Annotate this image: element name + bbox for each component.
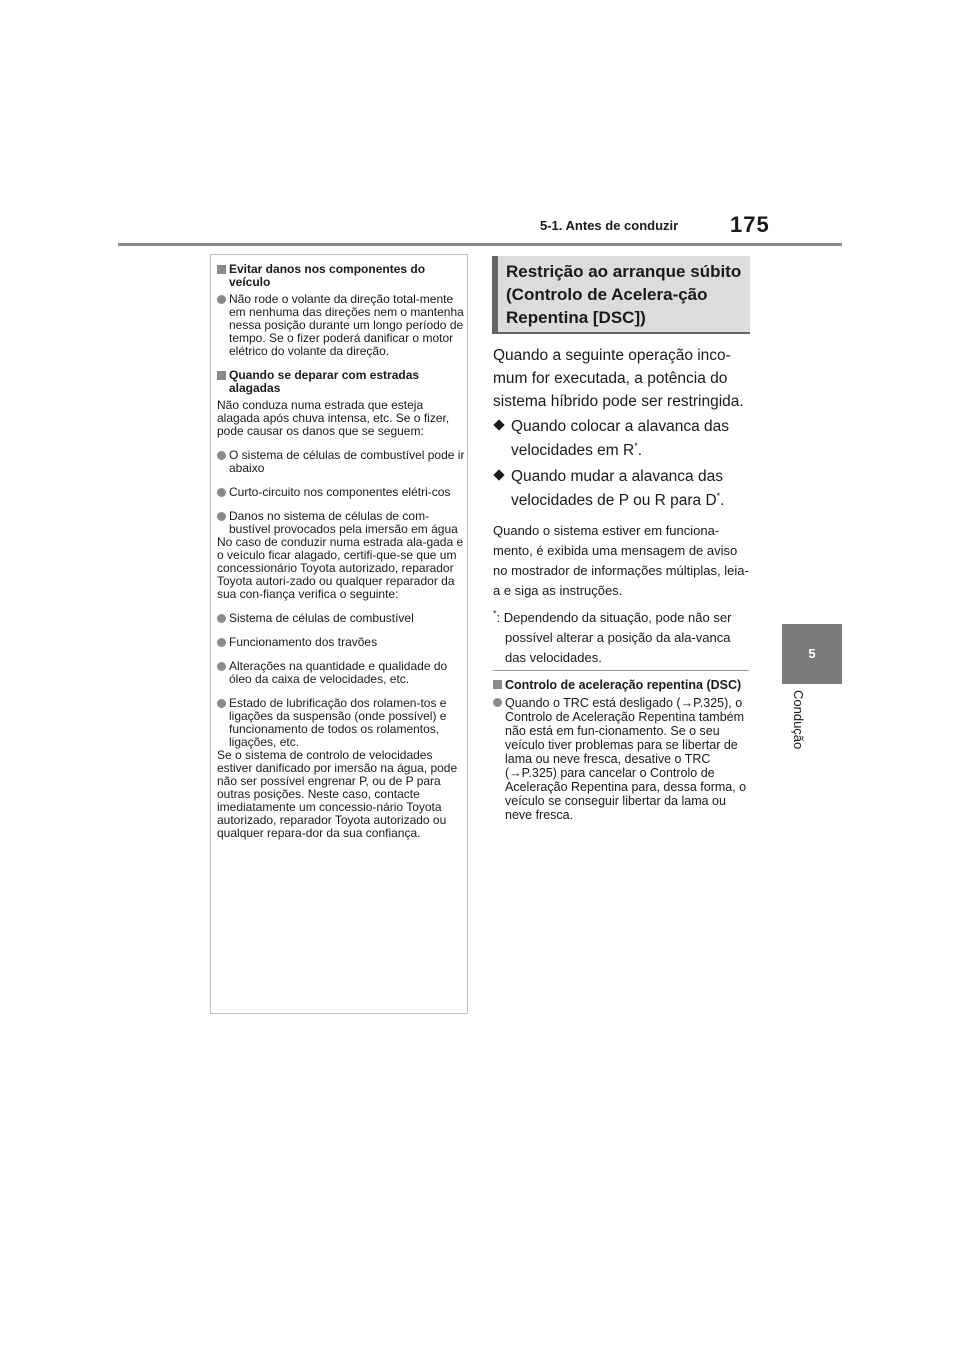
intro-paragraph: Quando a seguinte operação inco-mum for … [493, 347, 744, 410]
note-bullet: Não rode o volante da direção total-ment… [217, 293, 465, 358]
section-title-box: Restrição ao arranque súbito (Controlo d… [492, 256, 750, 334]
note-paragraph: No caso de conduzir numa estrada ala-gad… [217, 535, 464, 601]
circle-bullet-icon [217, 699, 226, 708]
note-bullet: Funcionamento dos travões [217, 636, 465, 649]
circle-bullet-icon [217, 512, 226, 521]
diamond-bullet-icon [493, 419, 505, 431]
header-rule [118, 243, 842, 246]
note-bullet: Danos no sistema de células de com-bustí… [217, 510, 465, 536]
square-bullet-icon [217, 265, 226, 274]
page-number: 175 [730, 212, 770, 237]
circle-bullet-icon [217, 451, 226, 460]
note-heading: Quando se deparar com estradas alagadas [217, 369, 465, 395]
section-header: 5-1. Antes de conduzir [540, 218, 679, 233]
note-bullet: Estado de lubrificação dos rolamen-tos e… [217, 697, 465, 749]
section-body: Quando a seguinte operação inco-mum for … [493, 344, 755, 668]
main-bullet: Quando mudar a alavanca das velocidades … [493, 465, 755, 513]
note-paragraph: Se o sistema de controlo de velocidades … [217, 748, 458, 840]
section-title: Restrição ao arranque súbito (Controlo d… [506, 262, 742, 327]
info-paragraph: Quando o sistema estiver em funciona-men… [493, 523, 749, 598]
note-bullet: Sistema de células de combustível [217, 612, 465, 625]
note-bullet: Curto-circuito nos componentes elétri-co… [217, 486, 465, 499]
square-bullet-icon [217, 371, 226, 380]
diamond-bullet-icon [493, 469, 505, 481]
note-heading: Evitar danos nos componentes do veículo [217, 263, 465, 289]
note-bullet: O sistema de células de combustível pode… [217, 449, 465, 475]
chapter-label: Condução [791, 690, 806, 750]
main-bullet: Quando colocar a alavanca das velocidade… [493, 415, 755, 463]
note-bullet: Quando o TRC está desligado (→P.325), o … [493, 696, 749, 822]
circle-bullet-icon [217, 662, 226, 671]
circle-bullet-icon [493, 698, 502, 707]
square-bullet-icon [493, 680, 502, 689]
circle-bullet-icon [217, 488, 226, 497]
circle-bullet-icon [217, 614, 226, 623]
note-box: Evitar danos nos componentes do veículo … [210, 254, 468, 1014]
note-heading: Controlo de aceleração repentina (DSC) [493, 678, 749, 692]
right-notes: Controlo de aceleração repentina (DSC) Q… [493, 678, 749, 833]
note-bullet: Alterações na quantidade e qualidade do … [217, 660, 465, 686]
footnote: *: Dependendo da situação, pode não ser … [493, 608, 732, 665]
divider [493, 670, 749, 671]
circle-bullet-icon [217, 638, 226, 647]
circle-bullet-icon [217, 295, 226, 304]
note-paragraph: Não conduza numa estrada que esteja alag… [217, 398, 450, 438]
chapter-tab: 5 [782, 624, 842, 684]
